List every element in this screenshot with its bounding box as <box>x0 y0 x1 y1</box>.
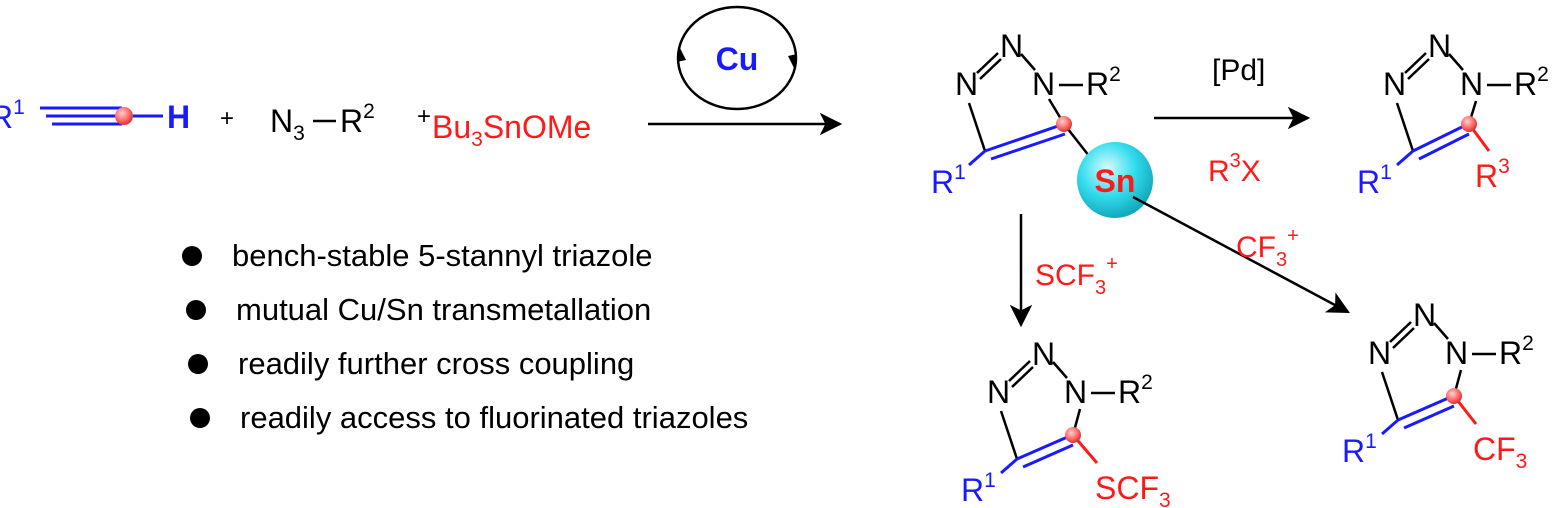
r3x-label: R3X <box>1208 150 1261 188</box>
r1-label: R1 <box>1357 161 1392 200</box>
bullet-text: mutual Cu/Sn transmetallation <box>236 292 652 327</box>
scf3-reagent-label: SCF3+ <box>1035 253 1118 299</box>
r1-label: R1 <box>961 469 996 508</box>
ring-bond <box>1052 361 1068 379</box>
bullet-item: bench-stable 5-stannyl triazole <box>182 236 942 290</box>
reactive-site-node-icon <box>115 107 133 125</box>
ring-bond-cc-b <box>990 132 1066 161</box>
ring-n-left: N <box>955 66 978 102</box>
cf3-label: CF3 <box>1473 431 1527 473</box>
catalyst-label: Cu <box>716 41 759 77</box>
cf3-reagent-label: CF3+ <box>1236 225 1299 271</box>
ring-n-top: N <box>1413 297 1436 333</box>
ring-n-top: N <box>1428 28 1451 64</box>
r1-label: R1 <box>931 161 966 200</box>
ring-bond-cc-b <box>1418 132 1470 161</box>
ring-bond <box>1392 327 1415 349</box>
c5-node-icon <box>1065 427 1081 443</box>
tin-sphere-icon <box>1077 142 1153 218</box>
bullet-text: bench-stable 5-stannyl triazole <box>232 238 653 273</box>
ring-bond <box>1395 102 1415 152</box>
c4-r1-bond <box>968 149 986 167</box>
ring-bond-cc-b <box>1403 404 1455 430</box>
r2-label: R2 <box>1514 63 1549 102</box>
ring-n-right: N <box>1032 66 1055 102</box>
c5-node-icon <box>1461 116 1477 132</box>
ring-n-right: N <box>1064 374 1087 410</box>
r2-label: R2 <box>1086 63 1121 102</box>
copper-catalytic-cycle: Cu <box>676 5 798 111</box>
bullet-dot-icon <box>190 408 210 428</box>
c4-r1-bond <box>1000 457 1018 475</box>
azide-n3-label: N3 <box>270 103 305 145</box>
c4-r1-bond <box>1381 418 1399 436</box>
stannyl-triazole: N N N R2 R1 Sn <box>931 28 1153 218</box>
ring-bond-nn <box>1020 53 1036 71</box>
alkyne-r-label: R1 <box>0 96 25 135</box>
ring-bond <box>1404 52 1427 74</box>
plus-sign-1: + <box>220 105 234 132</box>
plus-sign-2: + <box>417 103 431 130</box>
ring-bond-cc-a <box>1016 433 1073 461</box>
azide-reagent: N3 R2 <box>270 100 375 145</box>
r2-label: R2 <box>1118 371 1153 410</box>
ring-n-top: N <box>1032 336 1055 372</box>
ring-n-left: N <box>1383 66 1406 102</box>
pd-label: [Pd] <box>1212 54 1265 87</box>
bullet-dot-icon <box>186 300 206 320</box>
ring-bond <box>999 410 1019 460</box>
ring-bond <box>1407 58 1430 80</box>
c4-r1-bond <box>1396 149 1414 167</box>
ring-n-left: N <box>1368 335 1391 371</box>
ring-n-right: N <box>1460 66 1483 102</box>
bullet-item: mutual Cu/Sn transmetallation <box>186 290 946 344</box>
ring-bond <box>1008 360 1031 382</box>
ring-n-left: N <box>987 374 1010 410</box>
ring-bond-cc-a <box>1397 394 1454 422</box>
alkyne-h-label: H <box>167 99 190 135</box>
bullet-item: readily access to fluorinated triazoles <box>190 398 950 452</box>
c5-node-icon <box>1446 388 1462 404</box>
ring-bond-nn-double-b <box>979 58 1002 80</box>
ring-bond <box>1011 366 1034 388</box>
ring-n-right: N <box>1445 335 1468 371</box>
bullet-text: readily access to fluorinated triazoles <box>240 400 749 435</box>
ring-bond-cc-b <box>1022 443 1074 469</box>
alkyne-reagent: R1 H <box>0 96 190 135</box>
triazole-cf3-product: N N N R2 R1 CF3 <box>1342 297 1534 473</box>
tin-reagent-label: Bu3SnOMe <box>432 109 591 151</box>
r1-label: R1 <box>1342 430 1377 469</box>
bullet-item: readily further cross coupling <box>188 344 948 398</box>
feature-bullet-list: bench-stable 5-stannyl triazole mutual C… <box>182 236 942 452</box>
bullet-dot-icon <box>188 354 208 374</box>
ring-bond-cc-a <box>984 122 1065 153</box>
ring-bond <box>1448 53 1464 71</box>
ring-bond <box>1433 322 1449 340</box>
ring-bond <box>1389 321 1412 343</box>
ring-bond-cc-a <box>1412 122 1469 153</box>
cf3-arrow <box>1132 195 1350 314</box>
ring-bond-nc <box>967 102 987 152</box>
c5-node-icon <box>1056 116 1072 132</box>
ring-n-top: N <box>1000 28 1023 64</box>
r3-label: R3 <box>1475 155 1510 194</box>
bullet-dot-icon <box>182 246 202 266</box>
ring-bond-nn-double-a <box>976 52 999 74</box>
triazole-scf3-product: N N N R2 R1 SCF3 <box>961 336 1171 508</box>
ring-bond <box>1380 371 1400 421</box>
cycle-arrow-right-icon <box>788 54 797 68</box>
r2-label: R2 <box>1499 332 1534 371</box>
sn-label: Sn <box>1095 163 1136 199</box>
scf3-label: SCF3 <box>1095 470 1171 508</box>
bullet-text: readily further cross coupling <box>238 346 635 381</box>
azide-r2-label: R2 <box>340 100 375 139</box>
cycle-arrow-left-icon <box>677 48 686 62</box>
triazole-r3-product: N N N R2 R1 R3 <box>1357 28 1549 200</box>
